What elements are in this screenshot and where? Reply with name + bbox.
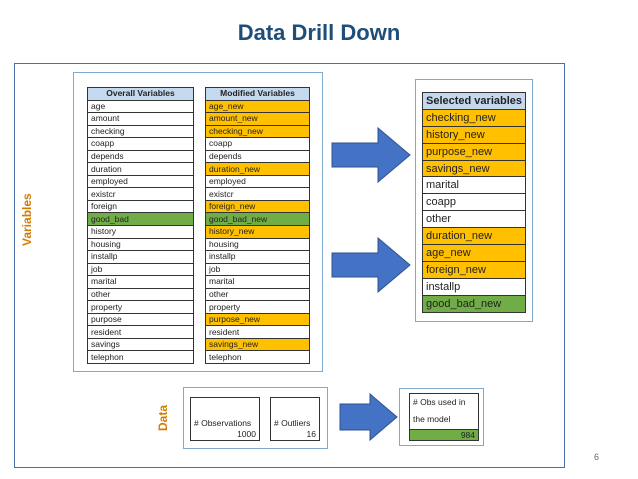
selected-variable-row: good_bad_new	[421, 294, 527, 313]
obs-used-label-line1: # Obs used in	[413, 397, 466, 407]
modified-variable-row: foreign_new	[205, 199, 310, 214]
obs-used-value: 984	[410, 429, 478, 440]
table-cell: history_new	[421, 125, 527, 144]
table-cell: age_new	[205, 99, 310, 114]
observations-box: # Observations 1000	[190, 397, 260, 441]
modified-variable-row: age_new	[205, 99, 310, 114]
selected-variable-row: duration_new	[421, 227, 527, 246]
table-cell: checking_new	[421, 108, 527, 127]
table-cell: duration_new	[205, 162, 310, 176]
outliers-value: 16	[306, 429, 316, 439]
outliers-label: # Outliers	[274, 418, 311, 428]
selected-variables-header: Selected variables	[421, 92, 527, 110]
table-cell: installp	[205, 250, 310, 264]
modified-variable-row: good_bad_new	[205, 212, 310, 226]
table-cell: savings_new	[205, 337, 310, 352]
slide-title: Data Drill Down	[237, 20, 401, 45]
page-number: 6	[594, 452, 600, 462]
table-cell: good_bad_new	[205, 212, 310, 226]
modified-variable-row: telephon	[205, 350, 310, 365]
table-cell: good_bad_new	[421, 294, 527, 313]
observations-label: # Observations	[194, 418, 252, 428]
table-cell: history_new	[205, 225, 310, 239]
modified-variable-row: purpose_new	[205, 312, 310, 327]
selected-variable-row: history_new	[421, 125, 527, 144]
selected-variable-row: checking_new	[421, 108, 527, 127]
overall-variable-row: telephon	[87, 350, 194, 365]
table-cell: purpose_new	[205, 312, 310, 327]
observations-value: 1000	[237, 429, 256, 439]
right-arrow-icon	[331, 126, 411, 184]
modified-variable-row: duration_new	[205, 162, 310, 176]
table-cell: telephon	[205, 350, 310, 365]
selected-variable-row: savings_new	[421, 159, 527, 178]
outliers-box: # Outliers 16	[270, 397, 320, 441]
modified-variable-row: history_new	[205, 225, 310, 239]
modified-variables-header: Modified Variables	[205, 87, 310, 101]
right-arrow-icon	[331, 236, 411, 294]
obs-used-box: # Obs used in the model 984	[409, 393, 479, 441]
modified-variable-row: installp	[205, 250, 310, 264]
right-arrow-icon	[339, 392, 398, 442]
table-cell: duration_new	[421, 227, 527, 246]
overall-variable-row: good_bad	[87, 212, 194, 226]
modified-variable-row: savings_new	[205, 337, 310, 352]
obs-used-label-line2: the model	[413, 414, 451, 424]
selected-variable-row: purpose_new	[421, 142, 527, 161]
table-cell: telephon	[87, 350, 194, 365]
outer-frame	[14, 63, 565, 468]
table-cell: foreign_new	[205, 199, 310, 214]
table-cell: savings_new	[421, 159, 527, 178]
table-cell: good_bad	[87, 212, 194, 226]
table-cell: purpose_new	[421, 142, 527, 161]
